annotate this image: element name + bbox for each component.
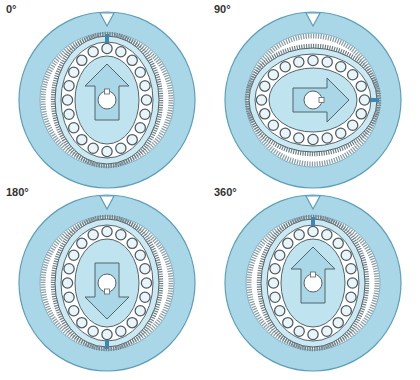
angle-label: 180° [6, 186, 29, 198]
drive-360 [225, 195, 401, 371]
angle-label: 0° [6, 3, 17, 15]
angle-label: 90° [214, 3, 231, 15]
drive-180 [19, 195, 195, 371]
drive-0 [19, 12, 195, 188]
drive-90 [225, 12, 401, 188]
angle-label: 360° [214, 186, 237, 198]
